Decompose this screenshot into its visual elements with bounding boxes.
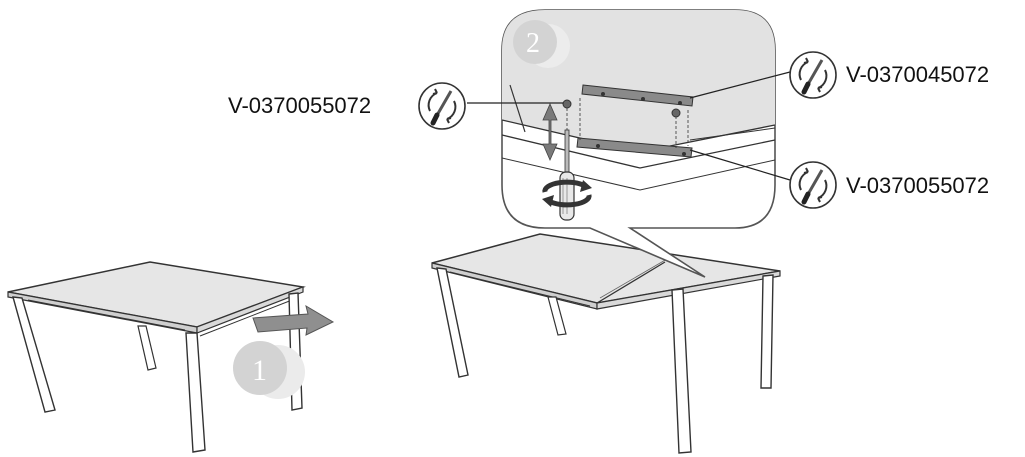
screwdriver-rotate-icon bbox=[419, 83, 465, 129]
pull-arrow-icon bbox=[252, 304, 335, 336]
step-2-badge bbox=[513, 20, 570, 68]
step-1-badge bbox=[233, 341, 305, 399]
detail-bubble bbox=[501, 9, 776, 278]
bottom-bracket bbox=[576, 137, 693, 158]
bottom-bracket-callout bbox=[689, 149, 836, 208]
top-bracket-callout bbox=[689, 52, 836, 98]
top-bracket-code: V-0370045072 bbox=[846, 62, 989, 87]
left-screw-code: V-0370055072 bbox=[228, 93, 371, 118]
table-extended bbox=[431, 233, 781, 454]
step-1-number: 1 bbox=[252, 354, 267, 387]
step-2-number: 2 bbox=[526, 28, 540, 59]
bottom-bracket-code: V-0370055072 bbox=[846, 173, 989, 198]
screwdriver-rotate-icon bbox=[790, 52, 836, 98]
top-bracket bbox=[581, 84, 694, 107]
screwdriver-rotate-icon bbox=[790, 162, 836, 208]
left-screw-callout bbox=[419, 83, 563, 129]
double-arrow-vertical-icon bbox=[542, 103, 558, 161]
rotate-arrows-icon bbox=[542, 179, 592, 208]
